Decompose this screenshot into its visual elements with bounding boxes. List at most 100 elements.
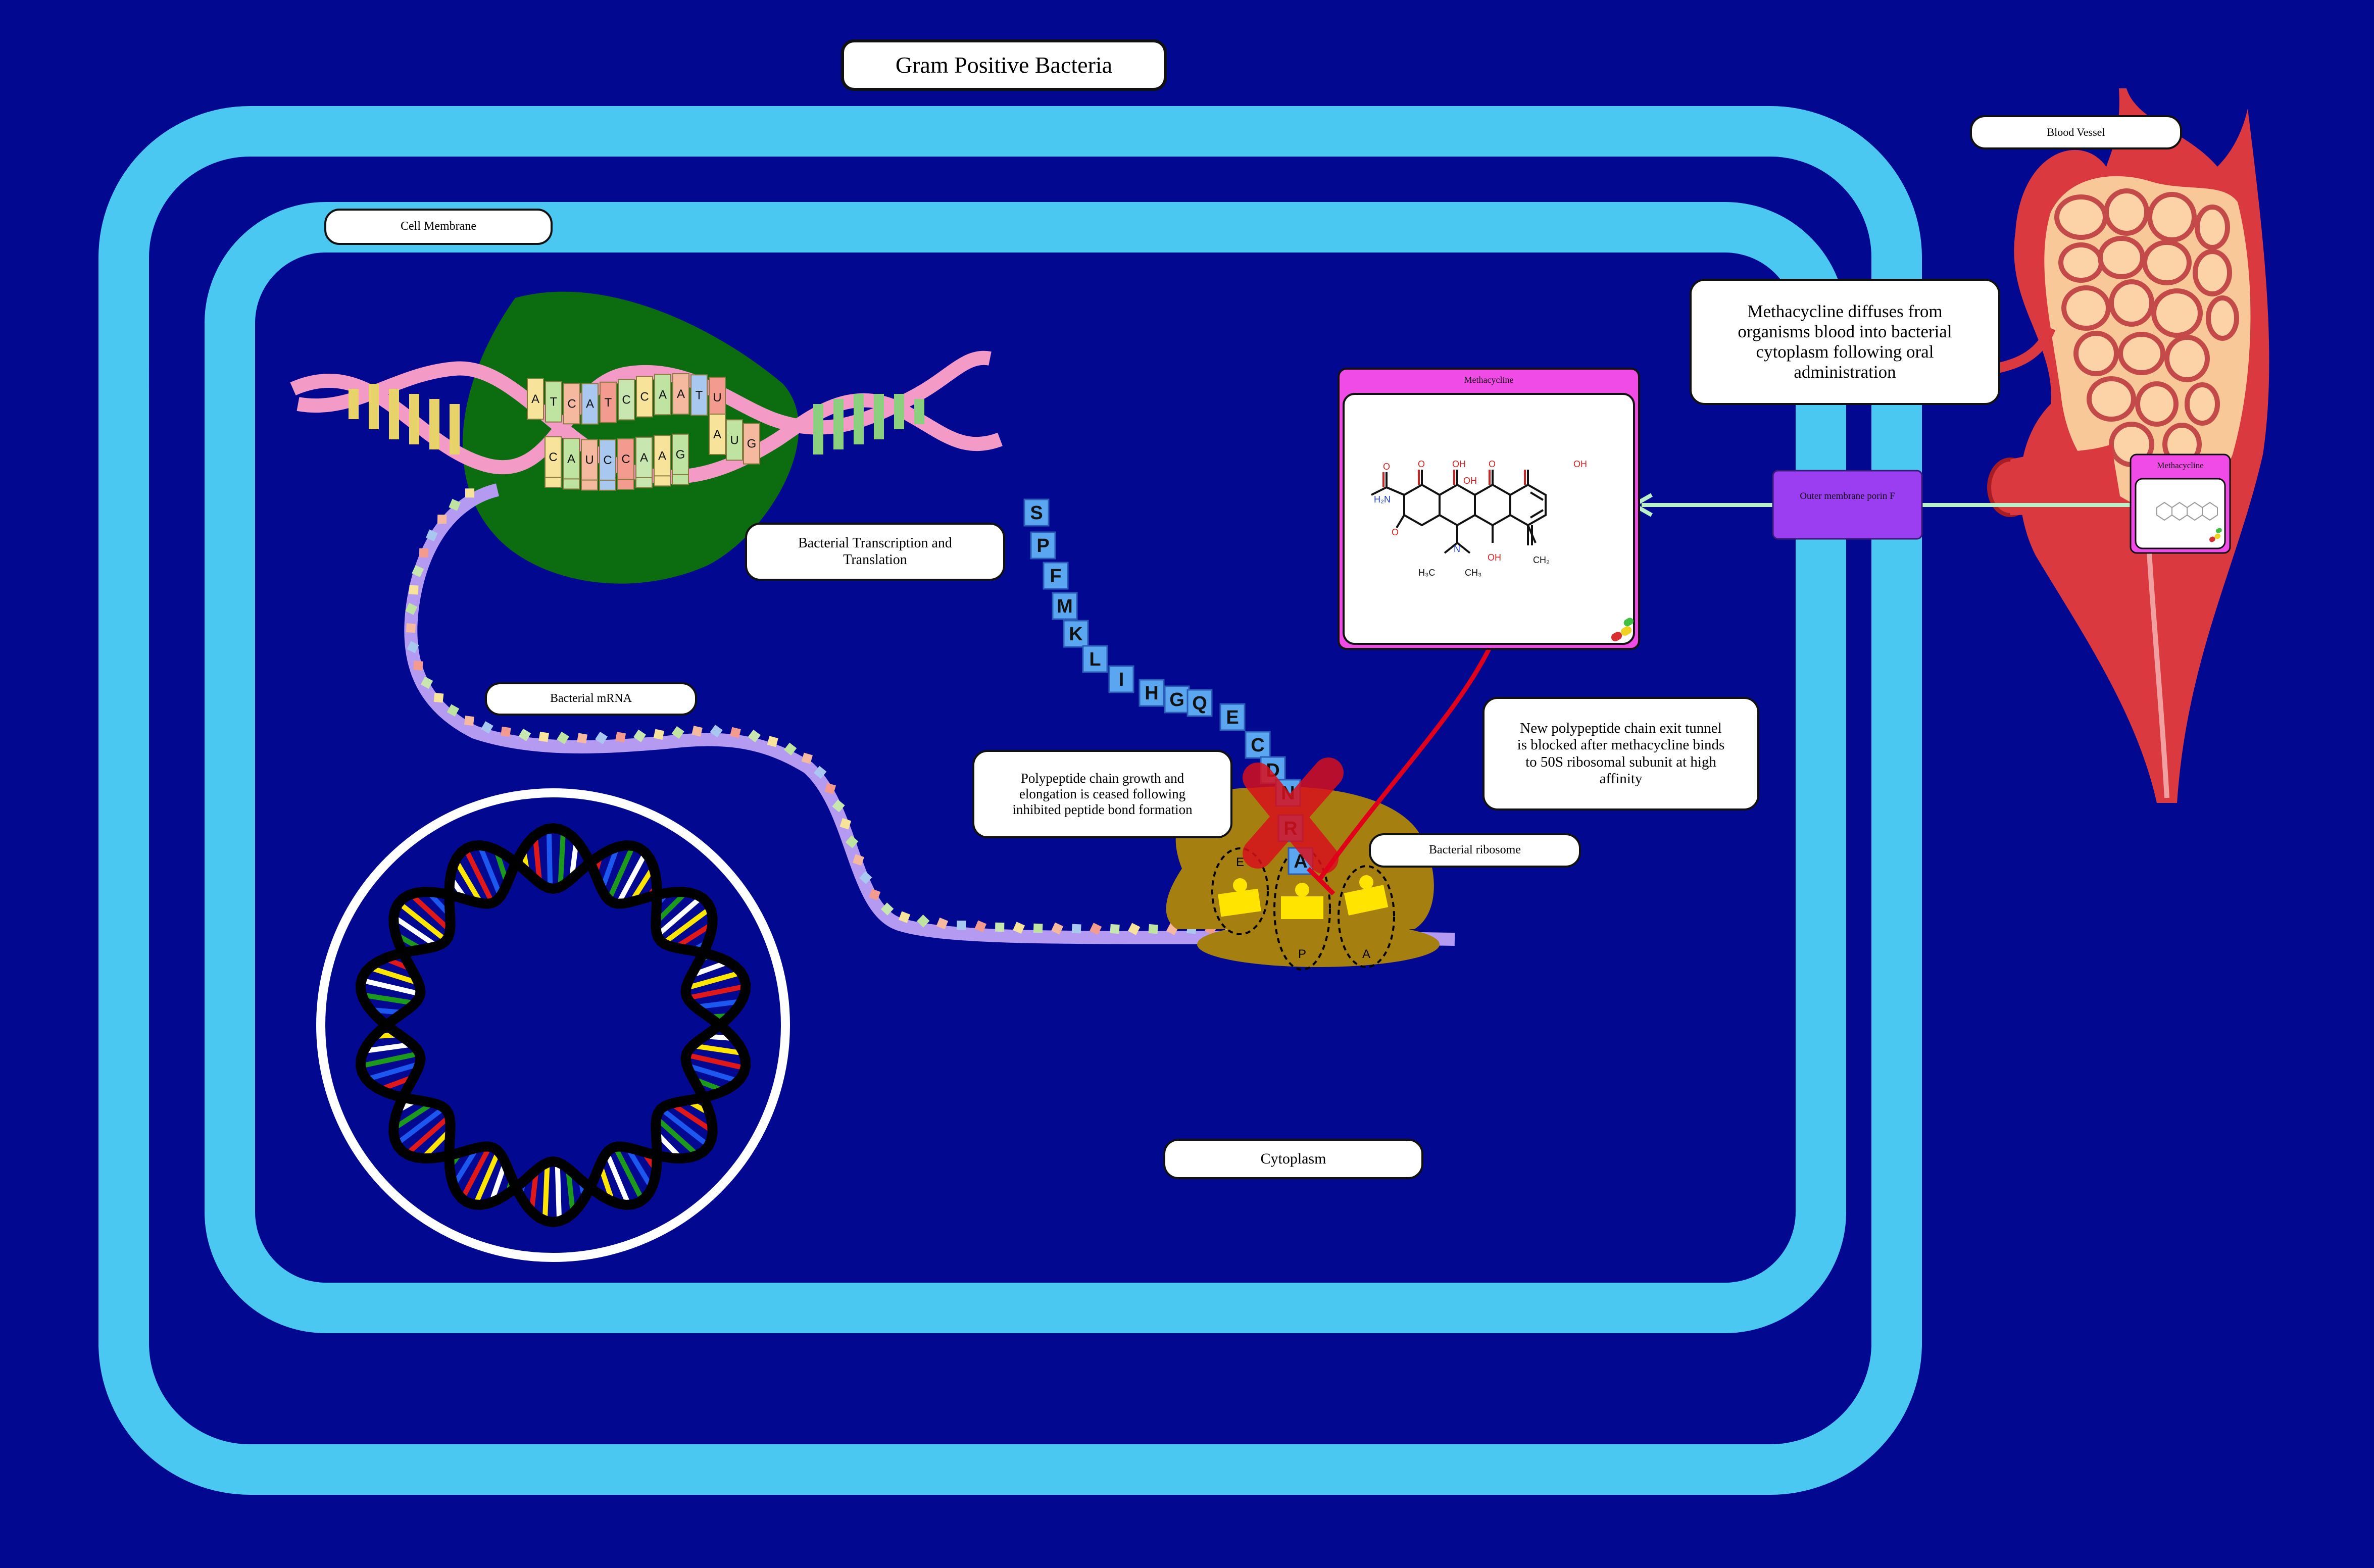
extra-tile-letter: U xyxy=(730,433,738,447)
amino-acid-bead-bg xyxy=(1063,620,1089,648)
carbonyl-bonds xyxy=(1382,470,1526,487)
bottom-upper-tile-bg xyxy=(617,438,634,480)
atom-o-2: O xyxy=(1418,459,1425,469)
amino-acid-letter: G xyxy=(1169,689,1184,711)
ribosome-small-subunit xyxy=(1197,922,1440,967)
dna-rung-left xyxy=(349,384,460,454)
bottom-upper-tile-letter: U xyxy=(585,453,594,467)
diffusion-label: Methacycline diffuses from organisms blo… xyxy=(1690,279,2000,405)
site-e-label: E xyxy=(1236,855,1244,869)
ribosome-label: Bacterial ribosome xyxy=(1369,833,1581,868)
mrna-codon xyxy=(784,742,797,755)
plasmid-rung xyxy=(686,984,747,1001)
mrna-codon xyxy=(1148,924,1158,934)
top-tile: T xyxy=(600,381,617,423)
top-tile-bg xyxy=(672,373,689,415)
mrna-codon xyxy=(1013,922,1025,934)
amino-acid-bead-bg xyxy=(1245,731,1271,759)
mrna-codon xyxy=(710,725,723,738)
top-tile-bg xyxy=(600,381,617,423)
bottom-upper-tile-letter: A xyxy=(640,451,648,465)
plasmid-rung xyxy=(532,835,542,884)
bottom-upper-tile-letter: C xyxy=(603,453,612,467)
mrna-codon xyxy=(974,920,987,933)
top-tile-bg xyxy=(636,376,653,418)
mrna-codon xyxy=(406,623,416,633)
mrna-codon xyxy=(1128,923,1141,935)
amino-acid-bead-bg xyxy=(1052,592,1078,620)
mrna-codon xyxy=(419,548,429,558)
plasmid-rung xyxy=(405,1115,452,1156)
outer-membrane-porin xyxy=(1772,470,1923,540)
extra-tile-letter: A xyxy=(713,428,721,441)
mrna-codon xyxy=(748,729,761,743)
extra-tile: G xyxy=(743,423,760,465)
mrna-codon xyxy=(767,736,778,747)
plasmid xyxy=(316,788,790,1262)
amino-acid-bead-bg xyxy=(1139,679,1165,707)
bottom-upper-tile-bg xyxy=(581,439,598,481)
bottom-upper-tile-bg xyxy=(672,433,689,475)
mrna-codon xyxy=(839,818,852,830)
plasmid-rung xyxy=(685,970,742,991)
mrna-codon xyxy=(898,911,911,923)
ribosome-site-a xyxy=(1338,865,1395,968)
bottom-upper-tile-bg xyxy=(545,436,562,478)
mrna-codon xyxy=(730,727,741,738)
dna-bottom-tiles: TGTAGGTTCAUCCAAG xyxy=(545,433,689,491)
vessel-tube xyxy=(2010,444,2121,515)
mrna-codon xyxy=(409,585,419,595)
plasmid-rung xyxy=(363,1042,413,1054)
top-tile-bg xyxy=(563,383,580,425)
amino-acid-bead: K xyxy=(1063,620,1089,648)
top-tile-letter: C xyxy=(640,390,649,404)
amino-acid-bead-bg xyxy=(1186,689,1213,717)
amino-acid-bead-bg xyxy=(1043,562,1069,590)
mrna-codon xyxy=(936,917,949,930)
plasmid-rung xyxy=(625,1146,654,1190)
top-tile-letter: A xyxy=(659,388,667,401)
top-tile: A xyxy=(672,373,689,415)
plasmid-rung xyxy=(397,900,448,943)
top-tile-letter: A xyxy=(531,392,539,406)
plasmid-rung xyxy=(695,998,742,1010)
plasmid-rung xyxy=(599,846,620,891)
top-tile-bg xyxy=(527,378,544,420)
amino-acid-bead: L xyxy=(1082,645,1108,673)
mrna-label: Bacterial mRNA xyxy=(485,682,697,716)
plasmid-rung xyxy=(691,1043,744,1056)
capillary-cell xyxy=(2147,192,2197,242)
block-x-icon xyxy=(1243,757,1344,874)
drug-card-title: Methacycline xyxy=(1464,375,1514,385)
capillary-cell xyxy=(2164,335,2210,382)
trna-p-body xyxy=(1281,896,1323,919)
top-tile-letter: A xyxy=(586,397,594,411)
ring-c xyxy=(1474,483,1511,527)
transcription-label: Bacterial Transcription and Translation xyxy=(745,523,1005,581)
site-a-label: A xyxy=(1362,947,1370,961)
capillary-cell xyxy=(2193,249,2232,296)
structure-atom-labels: O O OH O OH H₂N O OH N H₃C CH₃ OH CH₂ xyxy=(1374,459,1587,578)
amino-acid-bead-bg xyxy=(1219,703,1246,731)
top-tile-bg xyxy=(618,379,635,421)
cell-wall xyxy=(98,106,1922,1495)
mrna-codon xyxy=(425,529,438,542)
amino-acid-bead: E xyxy=(1219,703,1246,731)
nucleoid xyxy=(462,291,799,584)
capillary-cell xyxy=(2185,382,2220,426)
title-label: Gram Positive Bacteria xyxy=(841,39,1167,91)
mrna-codon xyxy=(1033,923,1043,933)
bottom-upper-tile: A xyxy=(635,436,653,478)
atom-oh-4: OH xyxy=(1488,552,1501,563)
bottom-upper-tile: G xyxy=(672,433,689,475)
plasmid-rung xyxy=(360,1051,420,1069)
plasmid-rung xyxy=(604,1151,631,1206)
plasmid-rung xyxy=(670,1101,714,1134)
plasmid-rung xyxy=(558,830,566,887)
trna-e xyxy=(1218,878,1261,917)
plasmid-rung xyxy=(365,1061,421,1082)
cell-membrane xyxy=(205,202,1846,1333)
extra-tile-letter: G xyxy=(747,437,757,451)
plasmid-rung xyxy=(392,915,438,948)
